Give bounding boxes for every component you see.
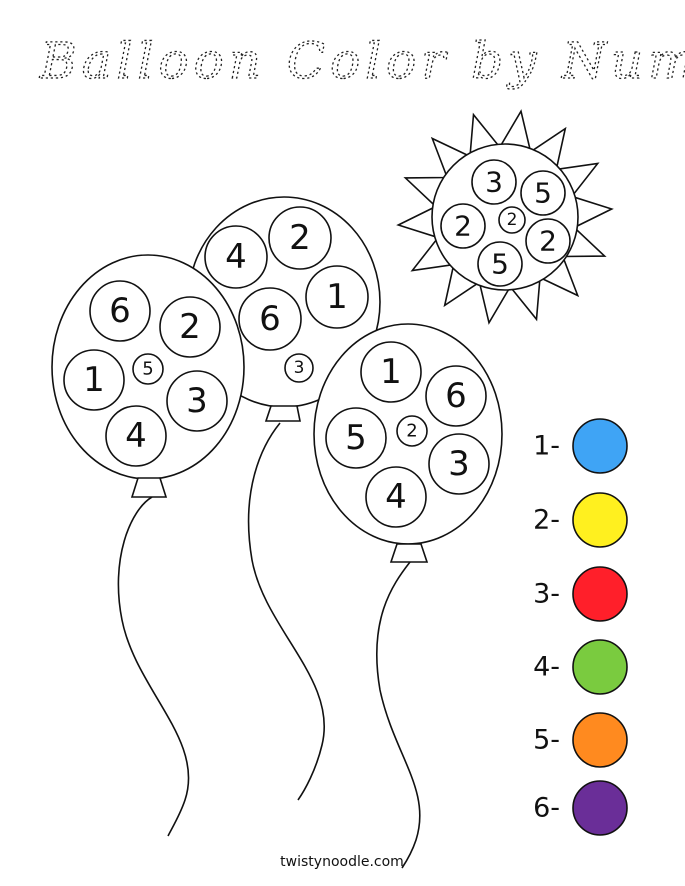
left-balloon-circle: 6 (89, 280, 151, 342)
color-legend: 1- 2- 3- 4- 5- 6- (533, 418, 628, 836)
svg-text:1: 1 (326, 277, 348, 317)
middle-balloon-circle: 3 (284, 353, 314, 383)
legend-item: 4- (533, 639, 628, 695)
svg-text:1: 1 (83, 360, 105, 400)
svg-text:5: 5 (491, 248, 509, 281)
svg-text:6: 6 (259, 299, 281, 339)
svg-text:6: 6 (445, 376, 467, 416)
left-balloon-knot (130, 477, 168, 498)
svg-text:2: 2 (179, 307, 201, 347)
svg-text:6: 6 (109, 291, 131, 331)
legend-swatch (572, 566, 628, 622)
svg-text:1-: 1- (533, 431, 560, 462)
right-balloon-string (376, 561, 421, 869)
svg-text:3: 3 (294, 358, 305, 378)
svg-text:5: 5 (345, 418, 367, 458)
svg-text:1: 1 (380, 352, 402, 392)
svg-text:4: 4 (125, 416, 147, 456)
legend-swatch (572, 492, 628, 548)
svg-text:5: 5 (142, 359, 153, 380)
middle-balloon-circle: 6 (238, 287, 302, 351)
right-balloon: 1 6 5 2 3 4 (313, 323, 503, 563)
svg-text:4-: 4- (533, 652, 560, 683)
right-balloon-circle: 6 (425, 365, 487, 427)
middle-balloon-knot (264, 405, 301, 422)
legend-item: 5- (533, 712, 628, 768)
svg-text:5: 5 (534, 177, 552, 210)
middle-balloon-circle: 2 (268, 206, 332, 270)
left-balloon: 6 2 1 5 3 4 (51, 254, 245, 498)
middle-balloon-circle: 4 (204, 225, 268, 289)
middle-balloon-string (247, 422, 325, 801)
svg-text:2-: 2- (533, 505, 560, 536)
svg-text:3: 3 (448, 444, 470, 484)
sun-circle: 2 (525, 218, 571, 264)
left-balloon-circle: 2 (159, 296, 221, 358)
right-balloon-circle: 5 (325, 407, 387, 469)
right-balloon-circle: 4 (365, 466, 427, 528)
legend-item: 2- (533, 492, 628, 548)
svg-text:2: 2 (454, 210, 472, 243)
svg-text:6-: 6- (533, 793, 560, 824)
sun-circle: 3 (471, 159, 517, 205)
right-balloon-circle: 1 (360, 341, 422, 403)
middle-balloon-circle: 1 (305, 265, 369, 329)
legend-item: 3- (533, 566, 628, 622)
page-title: Balloon Color by Number (39, 32, 685, 90)
legend-item: 6- (533, 780, 628, 836)
svg-text:2: 2 (539, 225, 557, 258)
svg-text:2: 2 (406, 421, 417, 442)
left-balloon-circle: 1 (63, 349, 125, 411)
svg-text:4: 4 (385, 477, 407, 517)
left-balloon-circle: 4 (105, 405, 167, 467)
right-balloon-circle: 2 (396, 415, 428, 447)
legend-swatch (572, 712, 628, 768)
legend-swatch (572, 639, 628, 695)
legend-item: 1- (533, 418, 628, 474)
left-balloon-string (117, 496, 190, 837)
legend-swatch (572, 418, 628, 474)
sun-circle: 2 (440, 203, 486, 249)
svg-text:3-: 3- (533, 579, 560, 610)
legend-swatch (572, 780, 628, 836)
svg-text:3: 3 (485, 166, 503, 199)
sun-circle: 2 (498, 206, 526, 234)
svg-text:2: 2 (289, 218, 311, 258)
svg-text:2: 2 (507, 210, 518, 230)
left-balloon-circle: 3 (166, 370, 228, 432)
svg-text:3: 3 (186, 381, 208, 421)
svg-text:5-: 5- (533, 725, 560, 756)
right-balloon-knot (389, 543, 429, 563)
sun-circle: 5 (520, 170, 566, 216)
sun-circle: 5 (477, 241, 523, 287)
left-balloon-circle: 5 (132, 353, 164, 385)
sun: 3 5 2 2 2 5 (396, 109, 614, 325)
right-balloon-circle: 3 (428, 433, 490, 495)
svg-text:4: 4 (225, 237, 247, 277)
site-footer: twistynoodle.com (280, 854, 404, 870)
